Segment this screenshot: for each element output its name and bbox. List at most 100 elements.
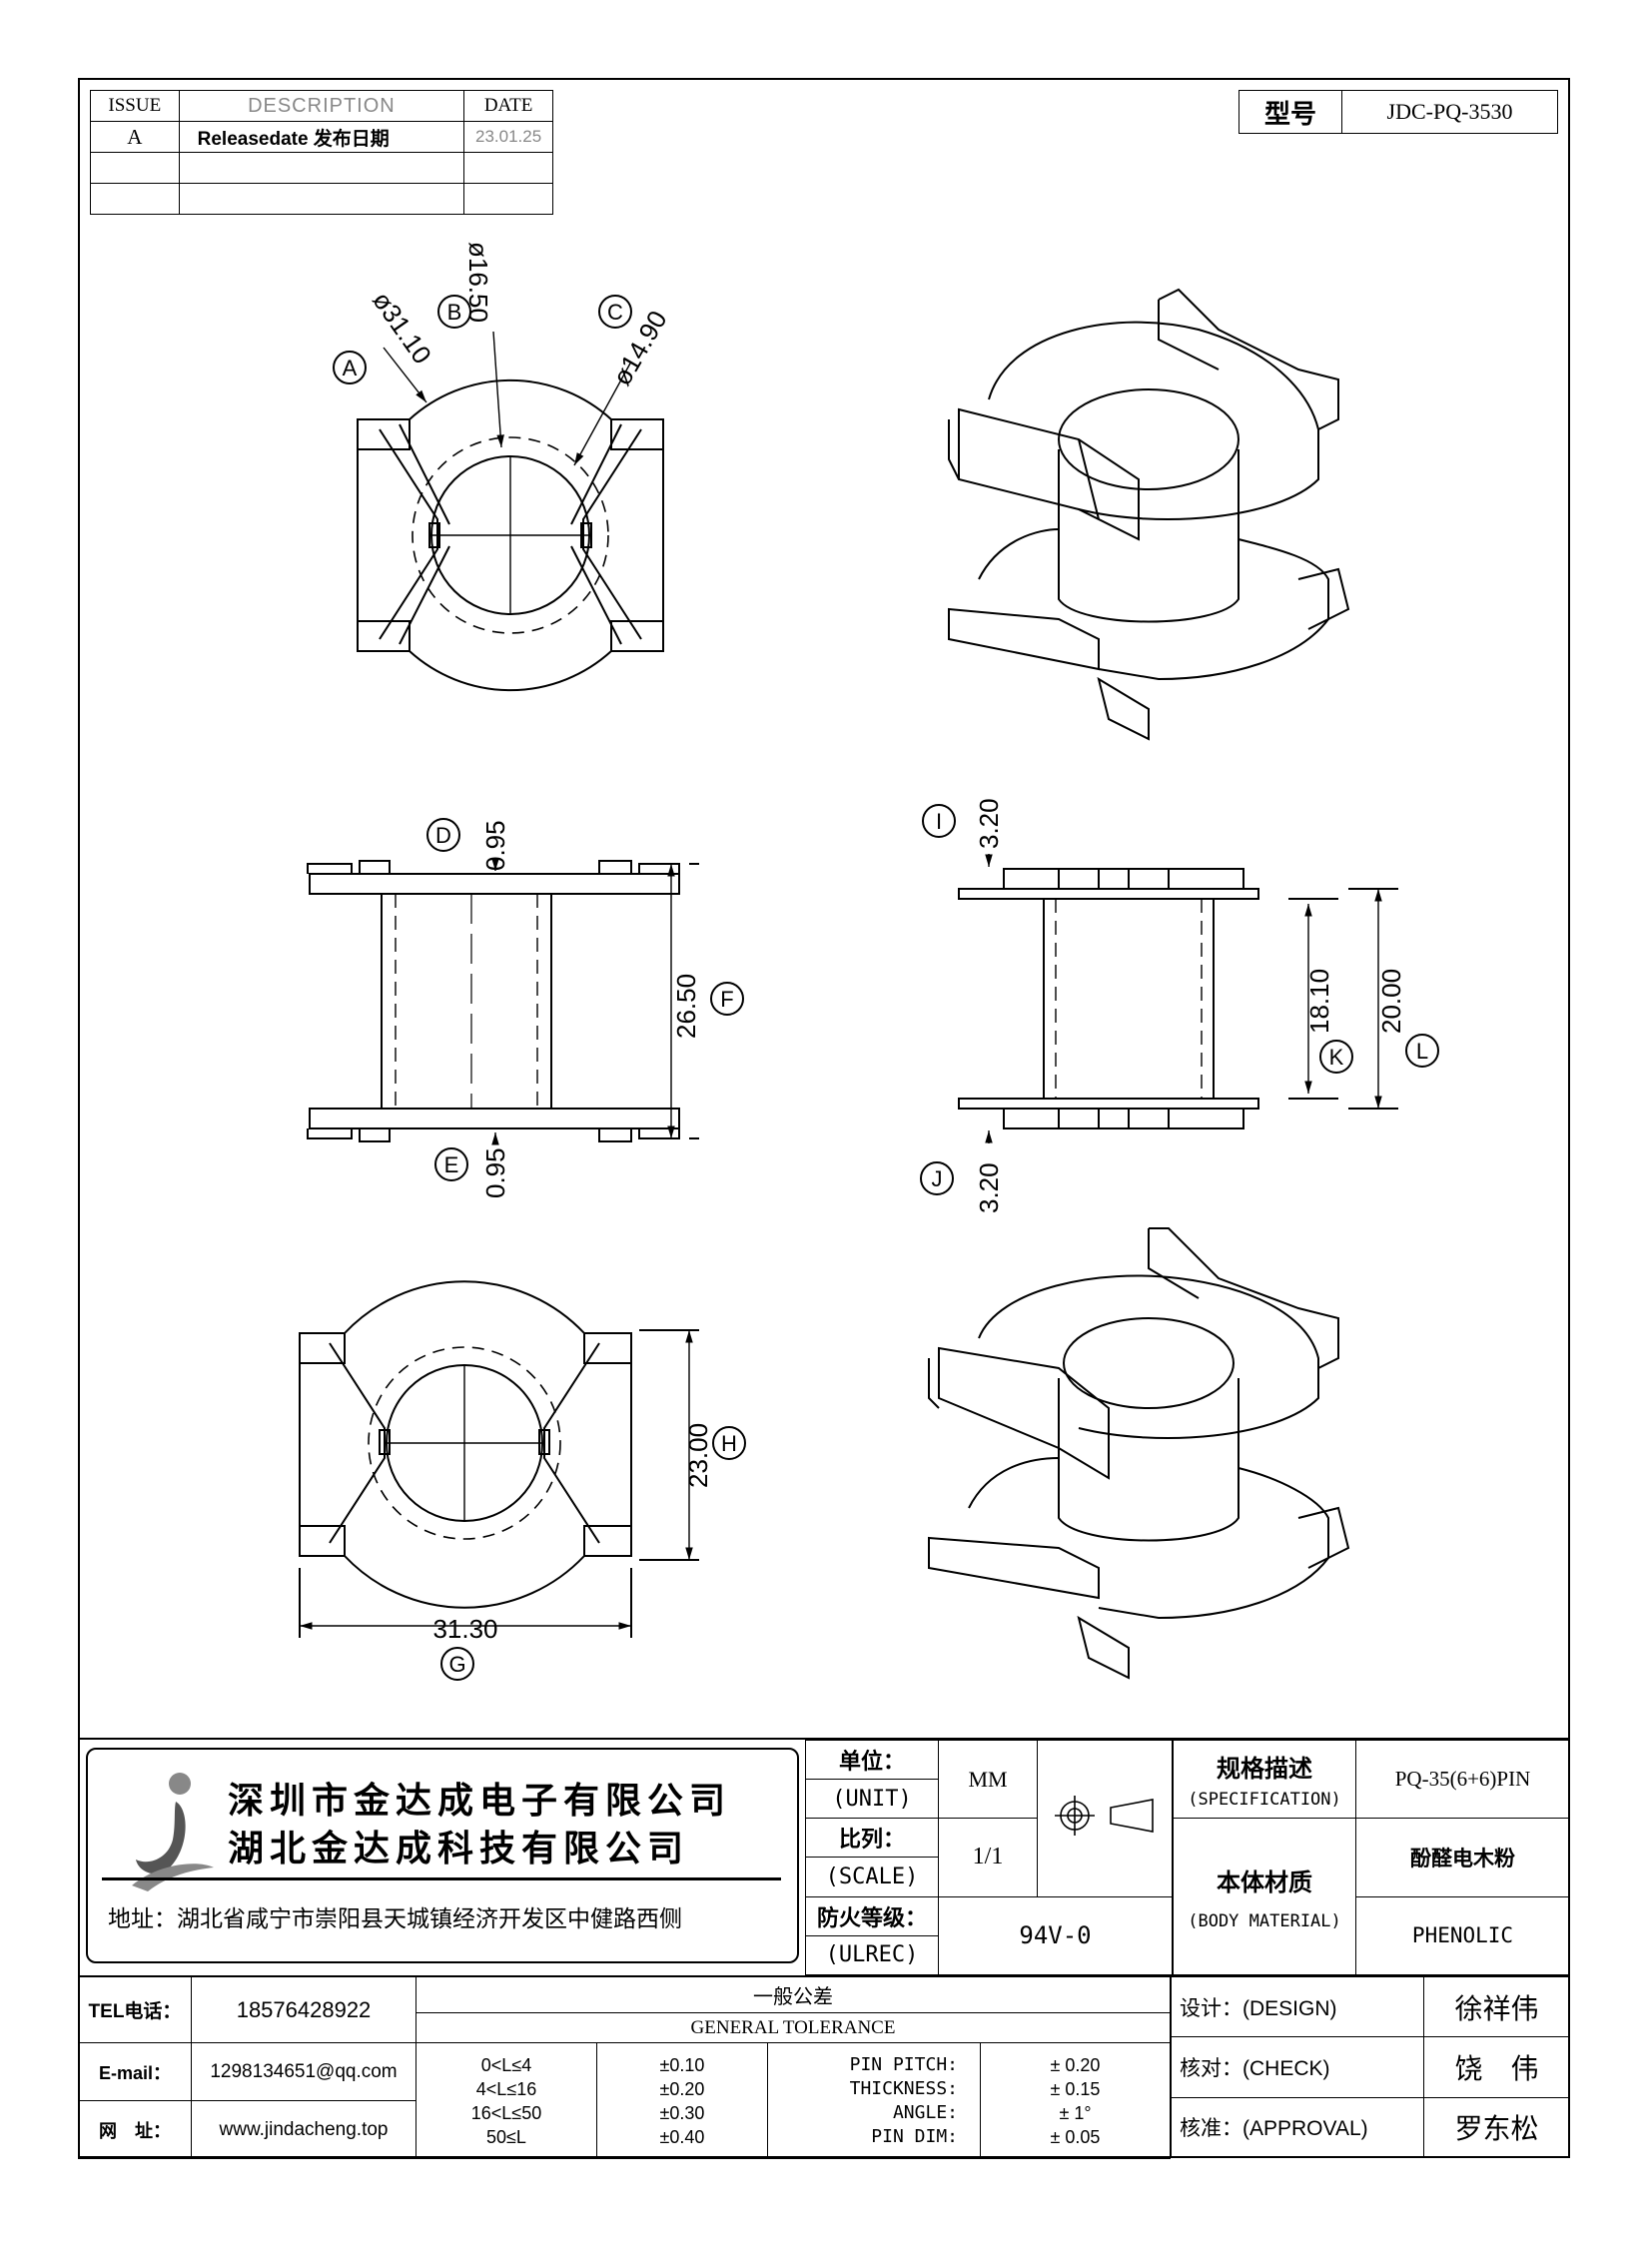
tag-a: A bbox=[343, 356, 358, 380]
item-2: ANGLE: bbox=[892, 2101, 958, 2123]
tag-k: K bbox=[1329, 1045, 1344, 1070]
side-view bbox=[958, 854, 1398, 1143]
signoff-design-role: 设计：(DESIGN) bbox=[1171, 1975, 1424, 2038]
isometric-view-top bbox=[948, 288, 1350, 741]
material-value-en: PHENOLIC bbox=[1355, 1895, 1570, 1976]
range-value-1: ±0.20 bbox=[659, 2078, 705, 2099]
item-value-1: ± 0.15 bbox=[1050, 2078, 1101, 2099]
email-value: 1298134651@qq.com bbox=[191, 2042, 416, 2101]
item-1: THICKNESS: bbox=[849, 2077, 958, 2099]
fire-value: 94V-0 bbox=[938, 1895, 1173, 1976]
tag-c: C bbox=[607, 300, 623, 325]
tag-j: J bbox=[932, 1166, 943, 1191]
tag-e: E bbox=[444, 1152, 459, 1177]
rev-header-description: DESCRIPTION bbox=[178, 90, 465, 122]
tag-l: L bbox=[1416, 1039, 1428, 1064]
item-value-0: ± 0.20 bbox=[1050, 2054, 1101, 2075]
unit-value: MM bbox=[938, 1739, 1038, 1820]
dim-a-value: ø31.10 bbox=[367, 286, 437, 370]
signoff-design-name: 徐祥伟 bbox=[1423, 1975, 1570, 2038]
spec-label: 规格描述 bbox=[1217, 1756, 1312, 1784]
tel-value: 18576428922 bbox=[191, 1976, 416, 2043]
material-value: 酚醛电木粉 bbox=[1355, 1818, 1570, 1897]
model-label: 型号 bbox=[1239, 90, 1342, 134]
unit-en: (UNIT) bbox=[805, 1779, 939, 1820]
tag-f: F bbox=[720, 987, 733, 1012]
rev-date: 23.01.25 bbox=[463, 121, 553, 153]
web-value: www.jindacheng.top bbox=[191, 2100, 416, 2159]
rev-empty-cell bbox=[178, 152, 465, 184]
range-value-2: ±0.30 bbox=[659, 2102, 705, 2123]
company-logo-icon bbox=[132, 1773, 214, 1891]
spec-table: 单位： MM (UNIT) 比列： 1/1 (SCALE) 防火等级： 94V-… bbox=[805, 1739, 1173, 1976]
signoff-table: 设计：(DESIGN) 徐祥伟 核对：(CHECK) 饶 伟 核准：(APPRO… bbox=[1171, 1975, 1570, 2159]
company-box: 深圳市金达成电子有限公司 湖北金达成科技有限公司 地址：湖北省咸宁市崇阳县天城镇… bbox=[86, 1748, 799, 1963]
item-0: PIN PITCH: bbox=[849, 2053, 958, 2075]
spec-en: (SPECIFICATION) bbox=[1188, 1790, 1341, 1811]
fire-en: (ULREC) bbox=[805, 1934, 939, 1976]
range-1: 4<L≤16 bbox=[475, 2078, 537, 2099]
company-address: 地址：湖北省咸宁市崇阳县天城镇经济开发区中健路西侧 bbox=[108, 1905, 682, 1931]
rev-empty-cell bbox=[90, 183, 180, 215]
item-value-3: ± 0.05 bbox=[1050, 2126, 1101, 2147]
scale-en: (SCALE) bbox=[805, 1857, 939, 1897]
dim-b-value: ø16.50 bbox=[463, 242, 493, 323]
rev-empty-cell bbox=[463, 183, 553, 215]
dim-k-value: 18.10 bbox=[1304, 969, 1334, 1034]
third-angle-projection-icon bbox=[1055, 1795, 1154, 1836]
tag-g: G bbox=[448, 1652, 465, 1677]
projection-symbol bbox=[1037, 1740, 1173, 1897]
dim-l-value: 20.00 bbox=[1376, 969, 1406, 1034]
scale-value: 1/1 bbox=[938, 1818, 1038, 1897]
tag-h: H bbox=[721, 1431, 737, 1456]
bottom-view bbox=[299, 1280, 699, 1638]
model-value: JDC-PQ-3530 bbox=[1341, 90, 1558, 134]
company-rule bbox=[102, 1877, 781, 1880]
spec-value: PQ-35(6+6)PIN bbox=[1355, 1739, 1570, 1820]
tag-d: D bbox=[435, 823, 451, 848]
rev-header-date: DATE bbox=[463, 90, 553, 122]
tolerance-title-en: GENERAL TOLERANCE bbox=[415, 2012, 1171, 2043]
range-value-0: ±0.10 bbox=[659, 2054, 705, 2075]
signoff-approval-role: 核准：(APPROVAL) bbox=[1171, 2096, 1424, 2159]
item-value-2: ± 1° bbox=[1059, 2102, 1092, 2123]
dim-i-value: 3.20 bbox=[974, 798, 1004, 849]
range-value-3: ±0.40 bbox=[659, 2126, 705, 2147]
company-name-2: 湖北金达成科技有限公司 bbox=[228, 1829, 690, 1869]
unit-label: 单位： bbox=[805, 1739, 939, 1781]
fire-label: 防火等级： bbox=[805, 1895, 939, 1936]
range-0: 0<L≤4 bbox=[480, 2054, 532, 2075]
revision-table: ISSUE DESCRIPTION DATE A Releasedate 发布日… bbox=[90, 90, 553, 215]
item-3: PIN DIM: bbox=[871, 2125, 958, 2147]
dim-h-value: 23.00 bbox=[683, 1423, 713, 1488]
tag-b: B bbox=[447, 300, 462, 325]
dim-f-value: 26.50 bbox=[671, 974, 701, 1039]
signoff-check-name: 饶 伟 bbox=[1423, 2036, 1570, 2098]
email-label: E-mail： bbox=[78, 2042, 192, 2101]
dim-g-value: 31.30 bbox=[432, 1614, 497, 1644]
dim-e-value: 0.95 bbox=[480, 1147, 510, 1198]
top-view bbox=[357, 331, 664, 692]
technical-drawing: A B C D E F I J K L G H ø31.10 ø16.50 ø1… bbox=[299, 242, 1439, 1681]
tolerance-title-cn: 一般公差 bbox=[415, 1976, 1171, 2013]
isometric-view-bottom bbox=[928, 1227, 1350, 1680]
tag-i: I bbox=[936, 809, 942, 834]
signoff-approval-name: 罗东松 bbox=[1423, 2096, 1570, 2159]
front-view bbox=[307, 858, 699, 1145]
tolerance-table: TEL电话： 18576428922 一般公差 GENERAL TOLERANC… bbox=[78, 1976, 1171, 2159]
tel-label: TEL电话： bbox=[78, 1976, 192, 2043]
title-block-divider bbox=[78, 1738, 1570, 1740]
dim-j-value: 3.20 bbox=[974, 1162, 1004, 1213]
company-name-1: 深圳市金达成电子有限公司 bbox=[228, 1781, 732, 1822]
range-2: 16<L≤50 bbox=[470, 2102, 542, 2123]
material-label: 本体材质 bbox=[1217, 1868, 1312, 1896]
web-label: 网 址： bbox=[78, 2100, 192, 2159]
spec-desc-table: 规格描述 (SPECIFICATION) PQ-35(6+6)PIN 本体材质 (B… bbox=[1173, 1739, 1570, 1976]
range-3: 50≤L bbox=[486, 2126, 526, 2147]
rev-empty-cell bbox=[178, 183, 465, 215]
material-en: (BODY MATERIAL) bbox=[1188, 1910, 1341, 1931]
dim-d-value: 0.95 bbox=[480, 820, 510, 871]
signoff-check-role: 核对：(CHECK) bbox=[1171, 2036, 1424, 2098]
model-box: 型号 JDC-PQ-3530 bbox=[1239, 90, 1558, 134]
scale-label: 比列： bbox=[805, 1818, 939, 1859]
